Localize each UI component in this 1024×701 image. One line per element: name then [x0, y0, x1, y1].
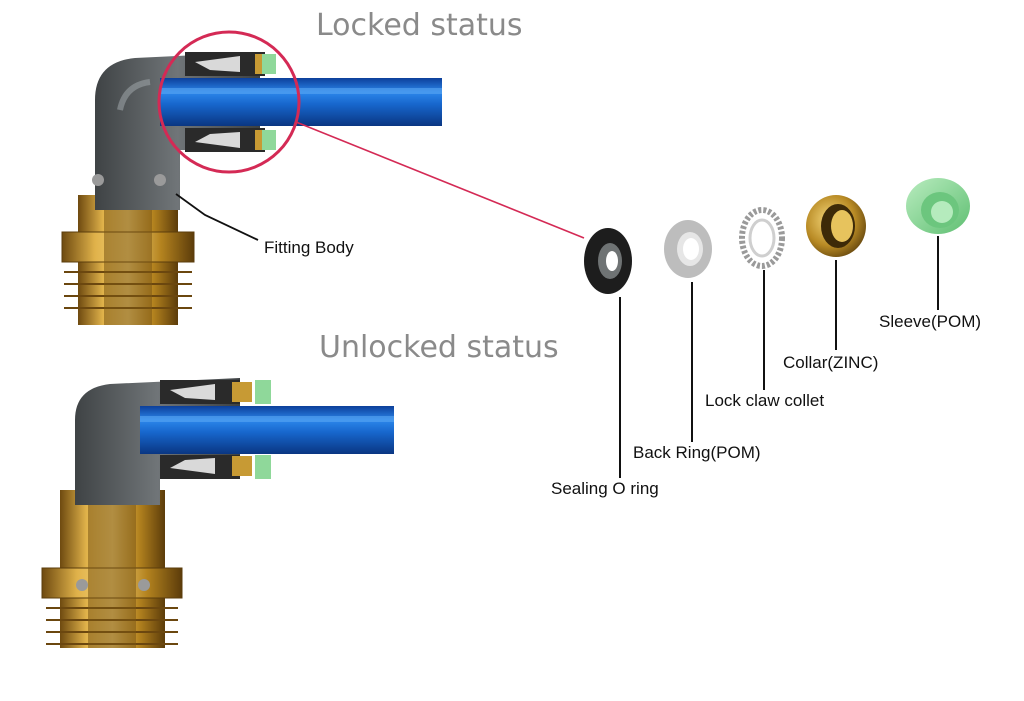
collar-part: [806, 195, 866, 257]
unlocked-fitting: [41, 378, 394, 648]
lock-claw-collet-label: Lock claw collet: [705, 391, 825, 410]
locked-fitting: [61, 52, 442, 325]
highlight-leader-line: [295, 121, 585, 239]
lock-claw-collet-part: [739, 207, 785, 269]
sleeve-part: [906, 178, 970, 234]
fitting-body-label: Fitting Body: [264, 238, 354, 257]
fitting-body-leader: [175, 193, 259, 241]
locked-status-title: Locked status: [316, 8, 523, 43]
highlight-circle: [157, 30, 301, 174]
sealing-o-ring-label: Sealing O ring: [551, 479, 659, 498]
sealing-o-ring-part: [584, 228, 632, 294]
back-ring-label: Back Ring(POM): [633, 443, 761, 462]
sleeve-label: Sleeve(POM): [879, 312, 982, 331]
unlocked-status-title: Unlocked status: [319, 330, 559, 365]
back-ring-part: [664, 220, 712, 278]
collar-label: Collar(ZINC): [783, 353, 879, 372]
